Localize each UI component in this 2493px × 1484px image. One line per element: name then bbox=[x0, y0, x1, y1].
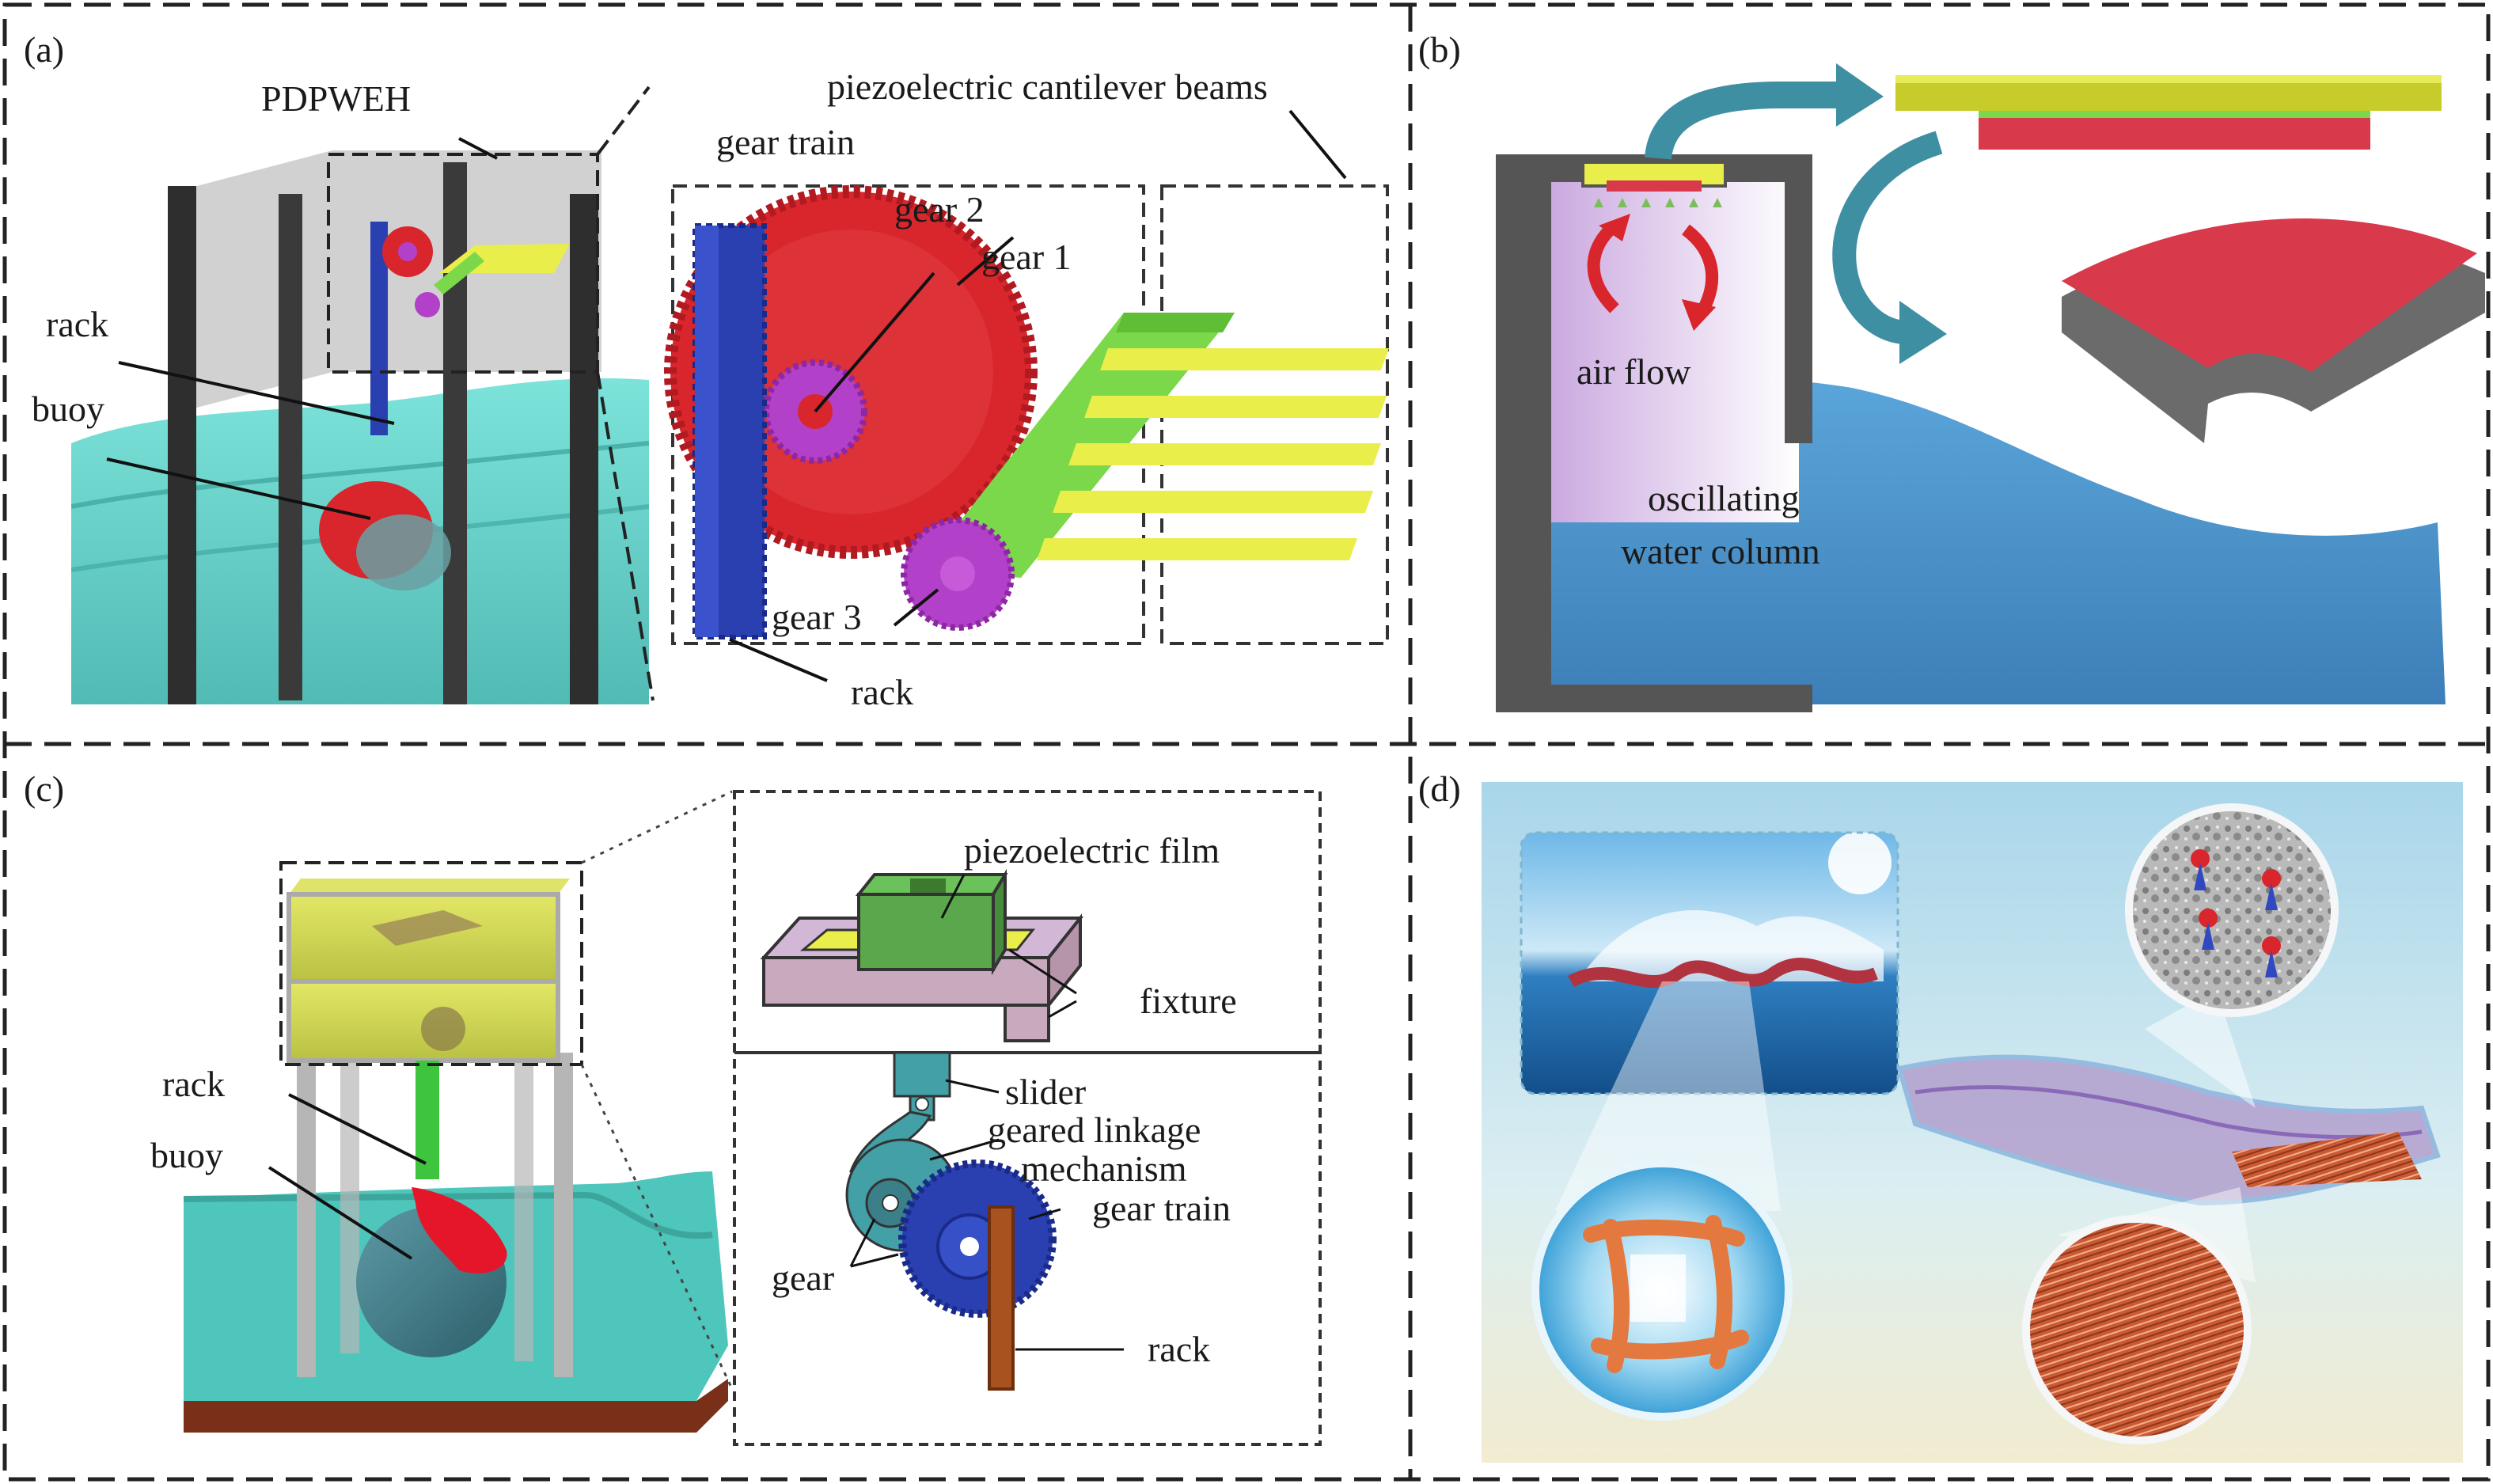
panel-a: (a) bbox=[24, 29, 1389, 712]
panel-a-pillar bbox=[570, 194, 598, 704]
panel-b-down-arrow bbox=[1681, 224, 1719, 316]
panel-a-cantilever-beams bbox=[1037, 348, 1389, 560]
panel-b-film-segment bbox=[2062, 218, 2485, 443]
panel-d-sea-photo bbox=[1521, 833, 1898, 1094]
panel-d: (d) bbox=[1418, 769, 2463, 1463]
panel-c-linkage-label-1: geared linkage bbox=[988, 1110, 1201, 1150]
panel-a-rack2-label: rack bbox=[851, 672, 913, 712]
panel-a-pillar bbox=[279, 194, 302, 700]
panel-c-film-label: piezoelectric film bbox=[964, 830, 1220, 871]
panel-b-film-stack bbox=[1895, 75, 2442, 150]
panel-a-beams-label: piezoelectric cantilever beams bbox=[827, 66, 1268, 107]
panel-b-air-flow-label: air flow bbox=[1577, 351, 1691, 392]
panel-c-ground bbox=[184, 1379, 728, 1433]
panel-c-buoy-label: buoy bbox=[150, 1135, 223, 1175]
panel-a-rack-label: rack bbox=[46, 304, 108, 344]
panel-c-rack2-label: rack bbox=[1148, 1329, 1210, 1369]
panel-a-buoy-label: buoy bbox=[32, 389, 104, 429]
panel-c: (c) rack buoy bbox=[24, 769, 1322, 1446]
panel-c-letter: (c) bbox=[24, 769, 64, 809]
panel-b: (b) bbox=[1418, 29, 2485, 712]
panel-c-rack-zoom bbox=[988, 1205, 1015, 1391]
panel-d-porous-circle bbox=[2125, 803, 2339, 1108]
panel-c-linkage-label-2: mechanism bbox=[1021, 1148, 1187, 1189]
panel-b-owc-label-2: water column bbox=[1621, 531, 1820, 571]
panel-b-chamber bbox=[1496, 154, 1812, 712]
panel-c-fixture-label: fixture bbox=[1140, 981, 1237, 1021]
panel-a-small-rack bbox=[370, 222, 388, 435]
panel-c-housing bbox=[286, 879, 570, 1063]
panel-d-fiber-circle bbox=[2022, 1187, 2256, 1444]
panel-a-gear2-label: gear 2 bbox=[894, 189, 985, 230]
panel-c-slider-label: slider bbox=[1005, 1072, 1086, 1112]
panel-d-mesh-circle bbox=[1531, 1159, 1793, 1421]
panel-d-letter: (d) bbox=[1418, 769, 1461, 809]
panel-a-system-label: PDPWEH bbox=[261, 78, 411, 119]
panel-c-rack-label: rack bbox=[162, 1064, 225, 1104]
panel-b-letter: (b) bbox=[1418, 29, 1461, 70]
panel-b-arrow-film bbox=[1645, 82, 1844, 161]
panel-c-gear-train-label: gear train bbox=[1092, 1188, 1231, 1228]
panel-a-pillar bbox=[443, 162, 467, 704]
panel-a-gear-train-label: gear train bbox=[716, 122, 855, 162]
panel-b-up-arrow bbox=[1587, 220, 1619, 313]
panel-a-gear3-label: gear 3 bbox=[772, 597, 862, 637]
panel-b-owc-label-1: oscillating bbox=[1648, 478, 1800, 518]
panel-a-pillar bbox=[168, 186, 196, 704]
panel-a-gear1-label: gear 1 bbox=[981, 237, 1072, 277]
panel-d-fiber-sheet bbox=[1896, 1054, 2441, 1206]
panel-a-letter: (a) bbox=[24, 29, 64, 70]
panel-c-zoom bbox=[733, 790, 1322, 1446]
panel-a-scene bbox=[71, 150, 649, 704]
panel-c-gear-label: gear bbox=[772, 1258, 834, 1298]
panel-b-arrow-segment bbox=[1832, 131, 1943, 344]
